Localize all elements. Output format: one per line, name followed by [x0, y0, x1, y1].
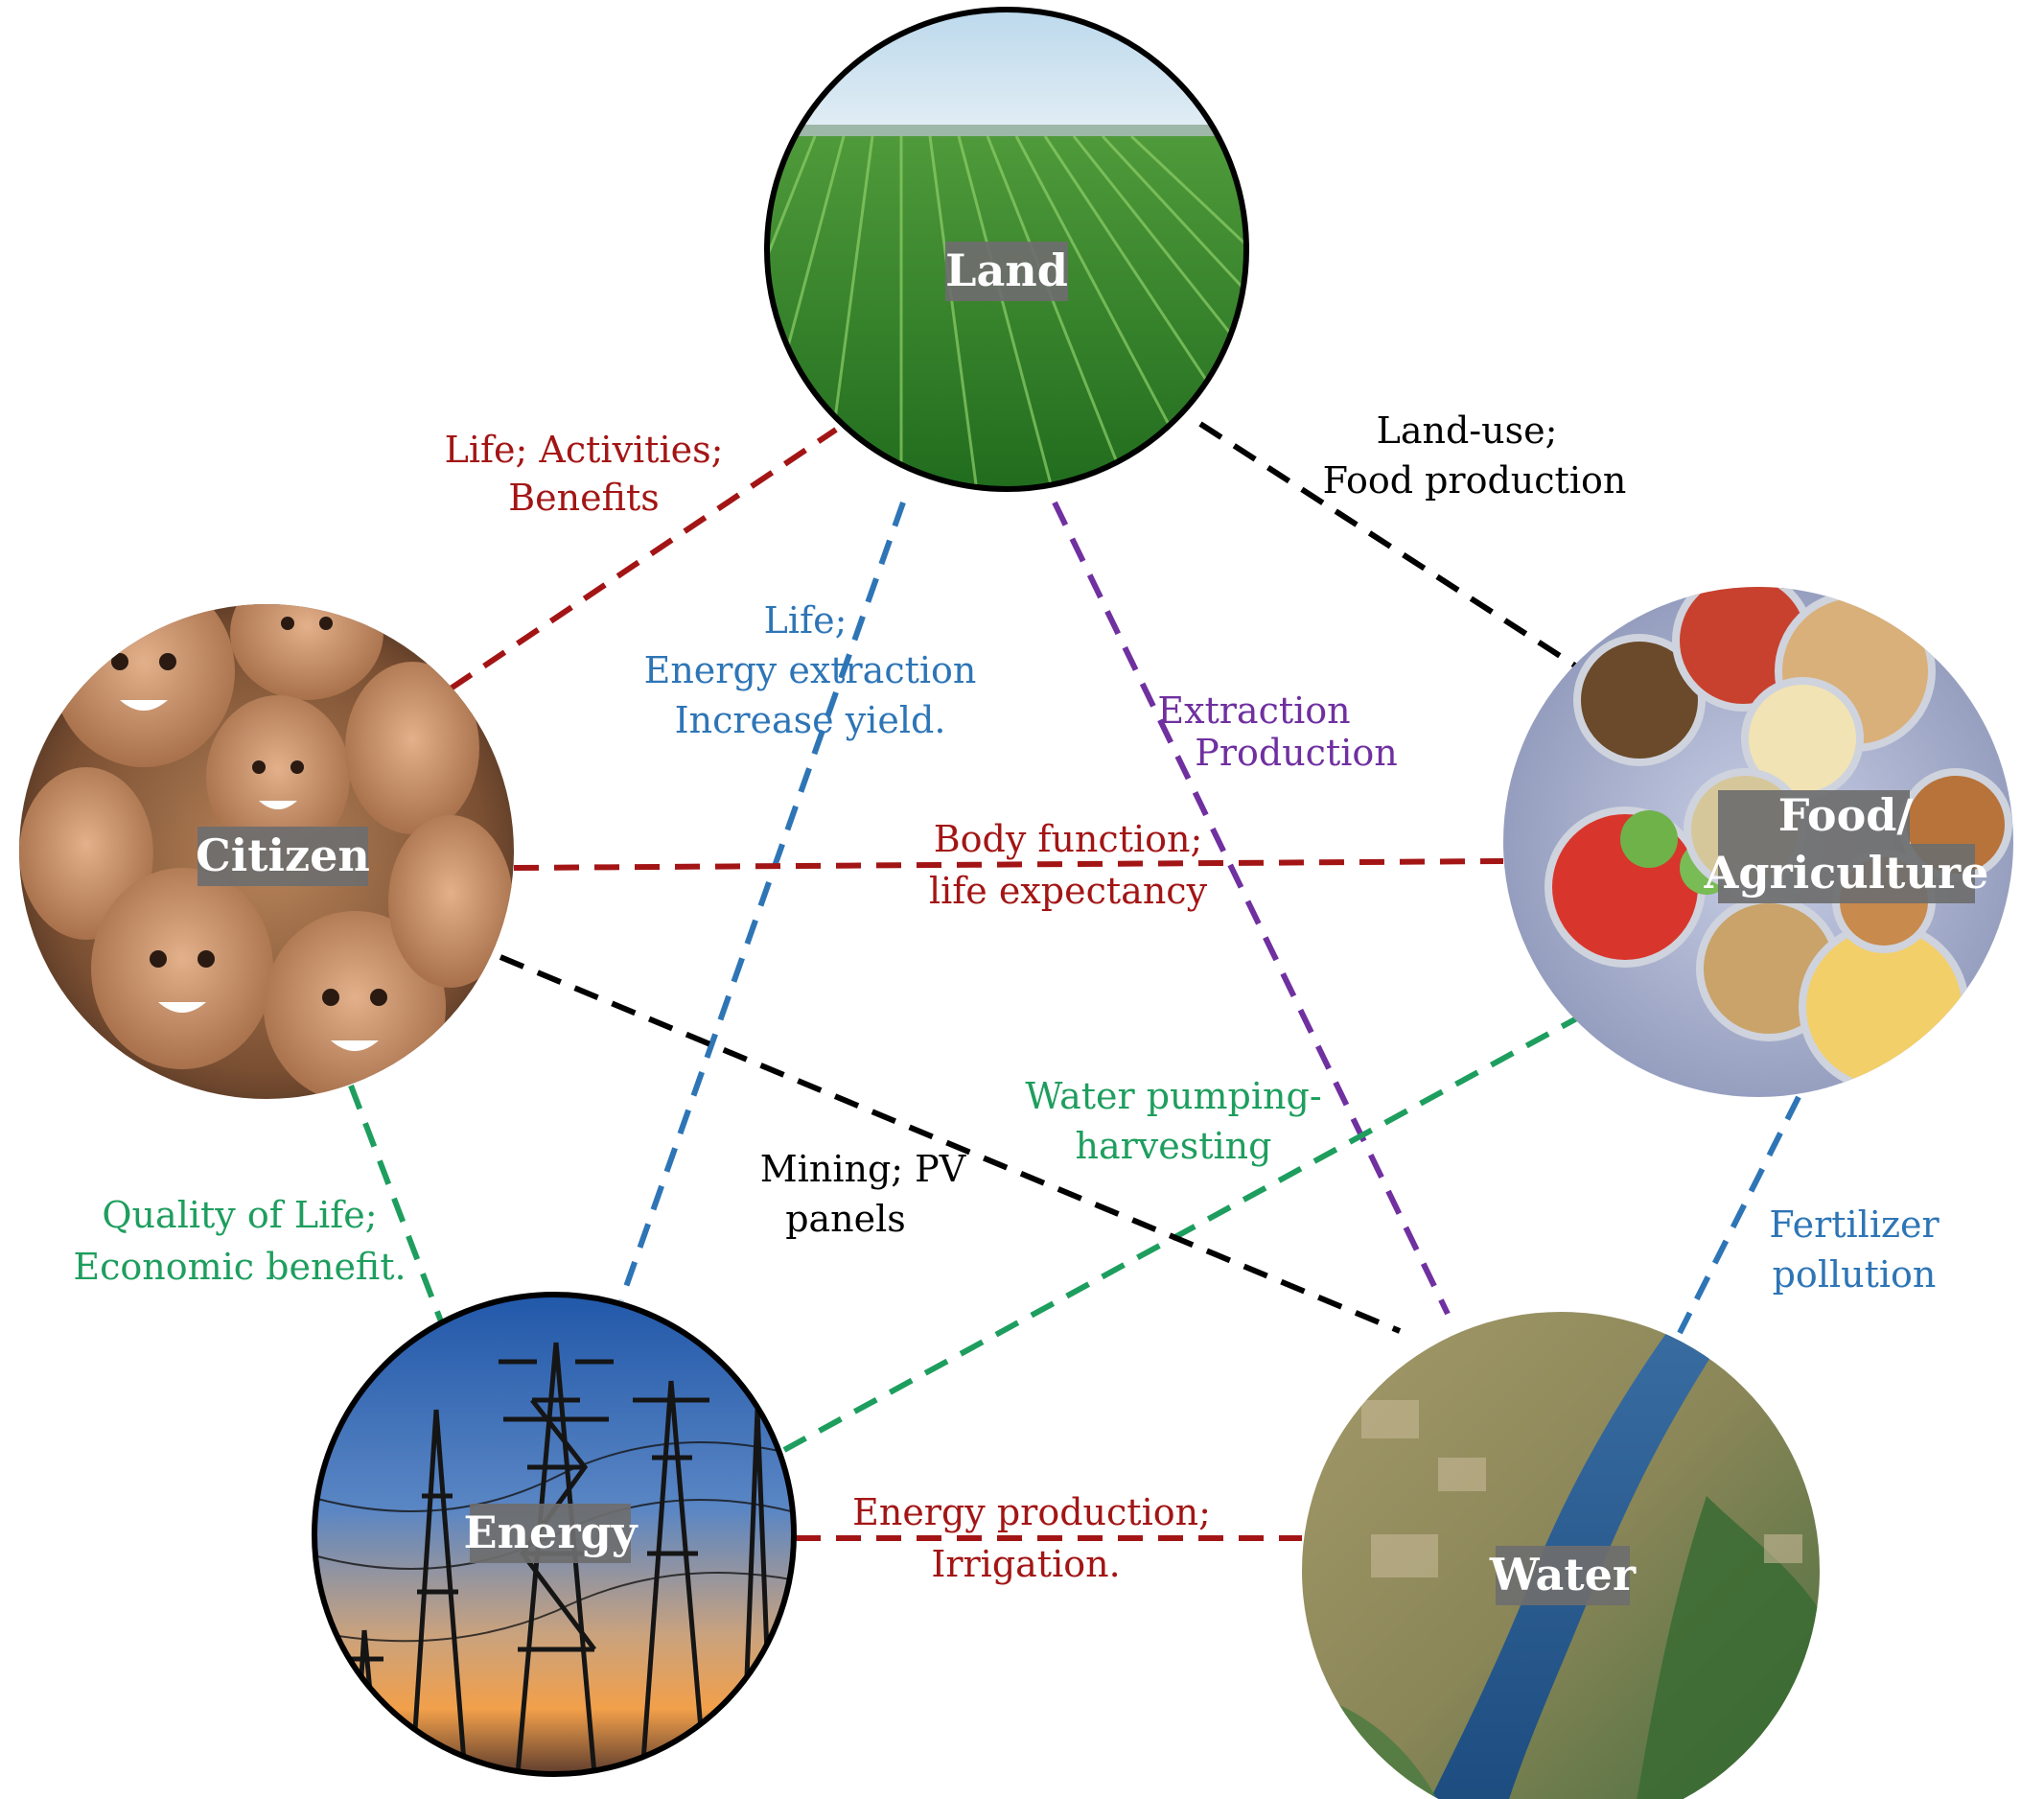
label-citizen-food: Body function; life expectancy: [929, 818, 1208, 912]
svg-text:Economic benefit.: Economic benefit.: [73, 1246, 406, 1288]
svg-text:harvesting: harvesting: [1076, 1125, 1272, 1167]
label-citizen-energy: Quality of Life; Economic benefit.: [73, 1194, 406, 1288]
svg-text:Fertilizer: Fertilizer: [1769, 1203, 1939, 1246]
link-food-energy-line: [782, 1012, 1586, 1453]
svg-text:pollution: pollution: [1773, 1253, 1937, 1296]
link-citizen-water-line: [499, 954, 1402, 1334]
link-food-water-line: [1677, 1095, 1801, 1335]
link-citizen-food-line: [513, 858, 1504, 871]
svg-text:Body function;: Body function;: [934, 818, 1203, 860]
svg-text:Water pumping-: Water pumping-: [1025, 1075, 1321, 1117]
svg-text:Benefits: Benefits: [508, 477, 660, 519]
land-label-box: [945, 242, 1068, 301]
water-label-box: [1496, 1546, 1630, 1605]
label-citizen-land: Life; Activities; Benefits: [445, 429, 724, 519]
svg-text:Land-use;: Land-use;: [1377, 409, 1558, 452]
link-land-energy-line: [618, 502, 906, 1301]
label-land-water: Extraction Production: [1157, 689, 1397, 774]
label-energy-water: Energy production; Irrigation.: [852, 1491, 1211, 1585]
label-food-water: Fertilizer pollution: [1769, 1203, 1939, 1296]
energy-label-box: [470, 1504, 631, 1563]
svg-text:Life;: Life;: [764, 599, 848, 642]
svg-text:Production: Production: [1195, 732, 1397, 774]
svg-text:Food production: Food production: [1323, 459, 1627, 502]
svg-text:Increase yield.: Increase yield.: [675, 699, 946, 741]
label-land-energy: Life; Energy extraction Increase yield.: [644, 599, 977, 741]
svg-text:Energy extraction: Energy extraction: [644, 649, 977, 691]
svg-text:panels: panels: [785, 1198, 906, 1240]
food-photo: [1503, 587, 2013, 1097]
link-citizen-energy-line: [348, 1084, 444, 1323]
node-water: Water: [1302, 1312, 1820, 1799]
label-citizen-water: Mining; PV panels: [760, 1148, 966, 1240]
citizen-label: Citizen: [196, 829, 370, 881]
svg-text:Mining; PV: Mining; PV: [760, 1148, 966, 1190]
label-land-food: Land-use; Food production: [1323, 409, 1627, 502]
svg-text:Irrigation.: Irrigation.: [931, 1543, 1120, 1585]
citizen-label-box: [197, 827, 368, 886]
node-energy: Energy: [312, 1292, 797, 1777]
label-food-energy: Water pumping- harvesting: [1025, 1075, 1321, 1167]
energy-label: Energy: [464, 1507, 639, 1558]
svg-text:Energy production;: Energy production;: [852, 1491, 1211, 1533]
node-citizen: Citizen: [19, 604, 514, 1099]
svg-text:Extraction: Extraction: [1157, 689, 1350, 732]
food-label-box-1: [1718, 790, 1910, 844]
land-label: Land: [945, 245, 1068, 296]
svg-text:Life; Activities;: Life; Activities;: [445, 429, 724, 471]
link-labels: Life; Activities; Benefits Land-use; Foo…: [73, 409, 1939, 1585]
water-label: Water: [1489, 1549, 1637, 1600]
food-label-line-2: Agriculture: [1704, 847, 1989, 899]
link-land-water-line: [1052, 501, 1451, 1316]
connection-lines: [348, 421, 1801, 1541]
link-citizen-land-line: [449, 427, 838, 691]
food-label-line-1: Food/: [1778, 789, 1914, 841]
node-food-agriculture: Food/ Agriculture: [1503, 587, 2013, 1097]
svg-text:life expectancy: life expectancy: [929, 870, 1208, 912]
link-land-food-line: [1198, 421, 1613, 691]
food-label-box-2: [1718, 844, 1975, 903]
svg-text:Quality of Life;: Quality of Life;: [102, 1194, 377, 1236]
citizen-photo: [19, 604, 514, 1099]
